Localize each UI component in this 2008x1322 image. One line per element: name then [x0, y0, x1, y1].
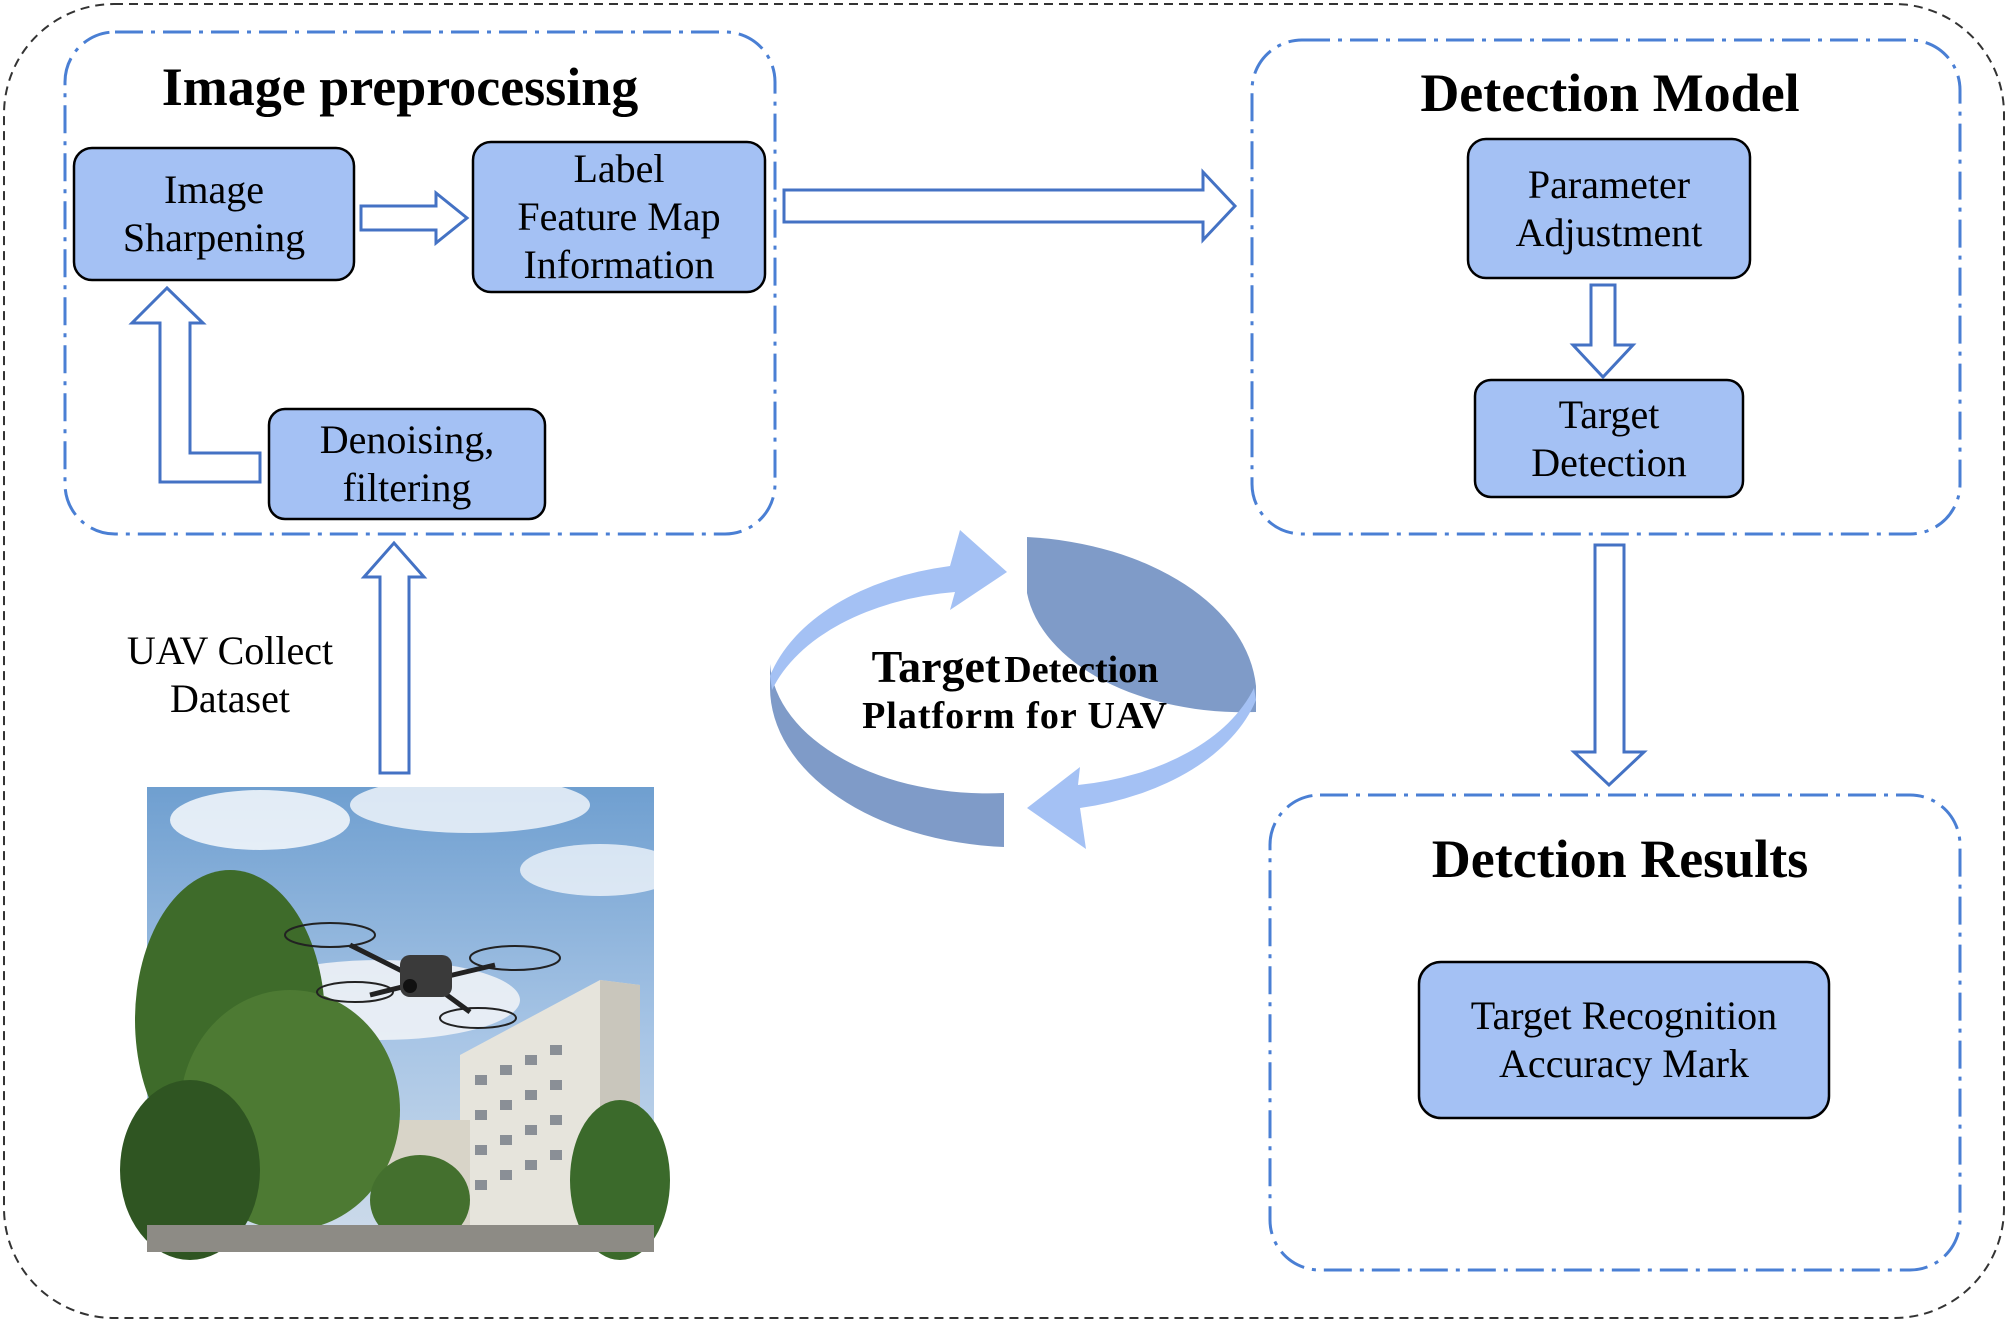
arrow-parameter-to-target — [1569, 283, 1637, 380]
platform-label: Target Detection Platform for UAV — [800, 630, 1230, 750]
parameter-adjustment-label: Parameter Adjustment — [1515, 161, 1703, 255]
box-label-feature-map — [471, 140, 767, 294]
uav-photo — [120, 777, 680, 1260]
outer-border — [3, 3, 2005, 1319]
detection-model-title: Detection Model — [1420, 62, 1800, 123]
denoising-label: Denoising, filtering — [319, 417, 495, 510]
box-target-detection — [1473, 378, 1745, 499]
accuracy-mark-label: Target Recognition Accuracy Mark — [1470, 993, 1778, 1086]
image-sharpening-label: Image Sharpening — [122, 167, 306, 260]
platform-word-target: Target — [871, 640, 1001, 692]
image-preprocessing-title: Image preprocessing — [161, 56, 639, 117]
panel-detection-results — [1268, 793, 1962, 1272]
cycle-band-top-right — [1027, 537, 1256, 713]
box-accuracy-mark — [1417, 960, 1831, 1120]
platform-word-detection: Detection — [1004, 648, 1159, 691]
platform-line2: Platform for UAV — [862, 694, 1168, 737]
arrow-dataset-to-preprocessing — [360, 540, 428, 775]
cycle-band-bottom-left — [770, 664, 1004, 847]
dataset-label: UAV Collect Dataset — [126, 628, 334, 721]
panel-detection-model — [1250, 38, 1962, 536]
detection-results-title: Detction Results — [1431, 828, 1809, 889]
box-parameter-adjustment — [1466, 137, 1752, 280]
panel-image-preprocessing — [63, 30, 777, 536]
arrow-model-to-results — [1570, 543, 1648, 788]
cycle-graphic — [770, 530, 1256, 849]
arrow-denoising-to-sharpening — [128, 285, 262, 484]
box-denoising — [267, 407, 547, 521]
cycle-arrow-top — [770, 530, 1007, 690]
arrow-sharpening-to-label — [359, 189, 470, 247]
target-detection-label: Target Detection — [1531, 391, 1687, 485]
box-image-sharpening — [72, 146, 356, 282]
label-feature-map-label: Label Feature Map Information — [517, 146, 721, 287]
arrow-preprocessing-to-model — [782, 168, 1238, 244]
